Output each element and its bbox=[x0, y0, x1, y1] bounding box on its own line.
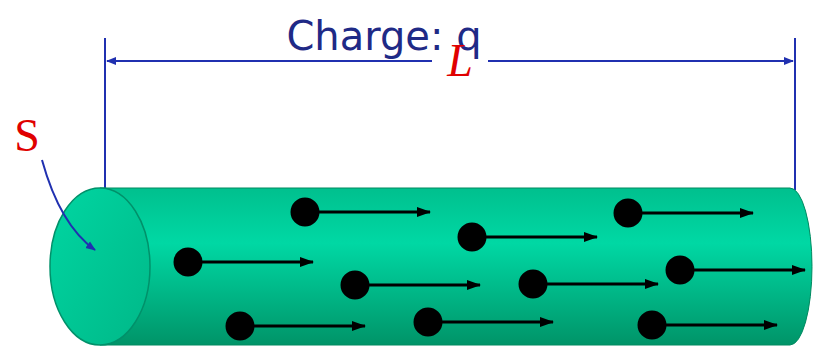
length-label: L bbox=[447, 38, 473, 84]
leader-line bbox=[42, 160, 95, 250]
cylinder bbox=[50, 188, 812, 345]
moving-charges bbox=[175, 199, 805, 339]
dimension-line bbox=[105, 38, 795, 190]
area-label: S bbox=[14, 113, 40, 159]
